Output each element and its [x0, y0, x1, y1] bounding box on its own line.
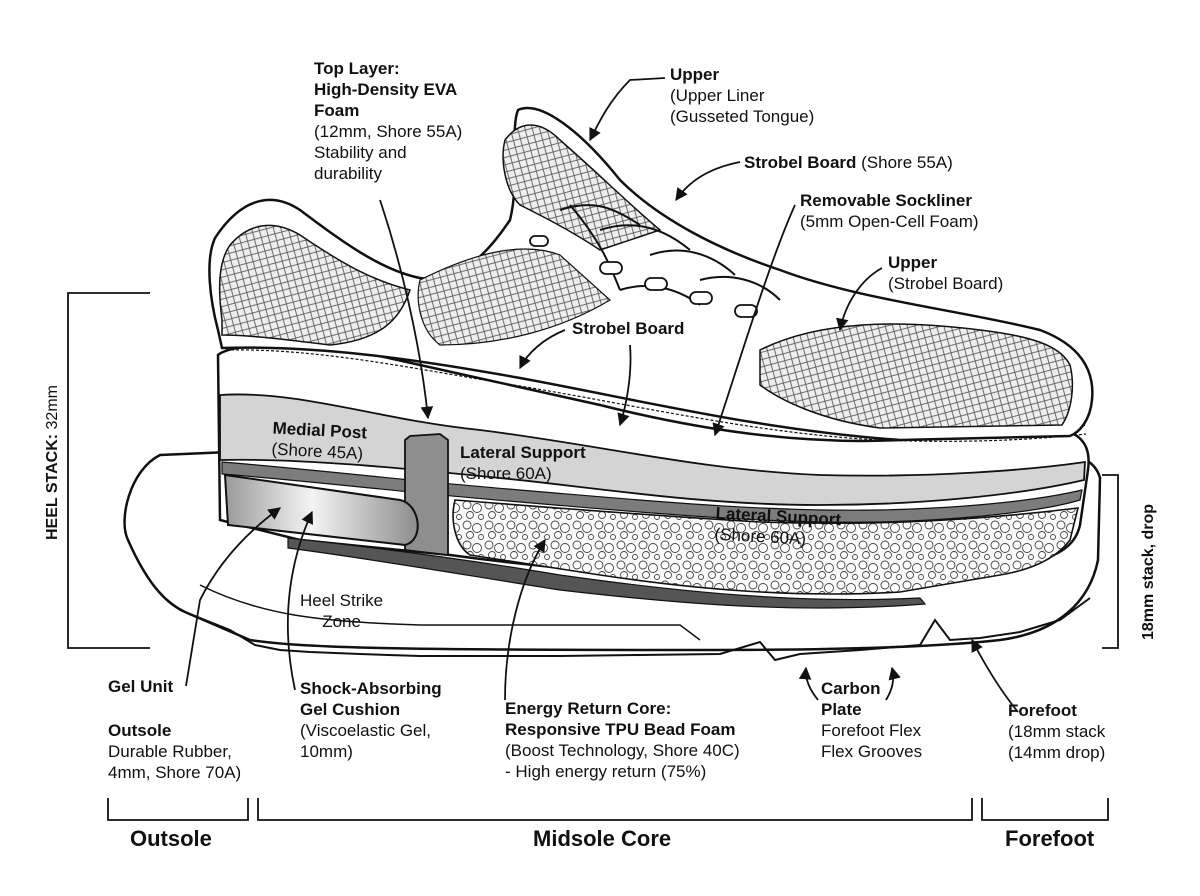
arrow-upper-top — [589, 77, 666, 142]
upper-right-detail: (Strobel Board) — [888, 274, 1004, 293]
gel-unit — [223, 473, 419, 547]
energy-detail-1: (Boost Technology, Shore 40C) — [505, 741, 740, 760]
forefoot-stack-label: 18mm stack, drop — [1140, 504, 1158, 640]
upper-top-detail-2: (Gusseted Tongue) — [670, 107, 815, 126]
outsole-inner-line — [199, 584, 701, 641]
heel-stack-value: 32mm — [44, 385, 61, 430]
forefoot-title: Forefoot — [1008, 701, 1077, 720]
shock-title-1: Shock-Absorbing — [300, 679, 442, 698]
outsole-detail-2: 4mm, Shore 70A) — [108, 763, 242, 782]
tpu-bead-foam-core — [452, 499, 1080, 595]
top-layer-title-1: Top Layer: — [314, 59, 400, 78]
arrow-energy-return — [504, 538, 546, 701]
shock-detail-2: 10mm) — [300, 742, 353, 761]
forefoot-detail-1: (18mm stack — [1008, 722, 1106, 741]
arrow-sockliner — [712, 204, 796, 437]
arrow-gel-unit — [185, 507, 282, 687]
arrow-strobel-top — [675, 161, 741, 202]
label-forefoot: Forefoot (18mm stack (14mm drop) — [1008, 700, 1105, 763]
stability-band — [219, 393, 1086, 506]
section-outsole: Outsole — [130, 826, 212, 851]
heel-stack-label: HEEL STACK: 32mm — [44, 385, 62, 540]
arrow-carbon-plate-2 — [885, 666, 901, 701]
arrow-forefoot — [971, 638, 1019, 713]
lateral-support-1-detail: (Shore 60A) — [460, 464, 552, 483]
upper-mesh-mid — [417, 248, 612, 346]
forefoot-stack-text: 18mm stack, drop — [1140, 503, 1157, 640]
strobel-top-detail: (Shore 55A) — [861, 153, 953, 172]
energy-detail-2: - High energy return (75%) — [505, 762, 707, 781]
label-gel-unit: Gel Unit — [108, 676, 173, 697]
sockliner-detail: (5mm Open-Cell Foam) — [800, 212, 979, 231]
label-lateral-support-2: Lateral Support (Shore 60A) — [714, 503, 842, 552]
top-layer-title-3: Foam — [314, 101, 360, 120]
heel-strike-line-2: Zone — [322, 612, 361, 631]
arrow-upper-right — [836, 267, 883, 332]
label-lateral-support-1: Lateral Support (Shore 60A) — [460, 442, 586, 484]
section-brackets — [107, 798, 1109, 821]
gel-unit-title: Gel Unit — [108, 677, 174, 696]
label-strobel-board-mid: Strobel Board — [572, 318, 684, 339]
upper-mesh-toe — [759, 323, 1074, 429]
sockliner-title: Removable Sockliner — [800, 191, 972, 210]
upper-mesh-tongue — [502, 124, 662, 251]
leader-lines — [185, 77, 1019, 713]
outsole-tread — [179, 597, 1091, 662]
forefoot-stack-bracket — [1102, 474, 1119, 649]
label-upper-top: Upper (Upper Liner (Gusseted Tongue) — [670, 64, 814, 127]
heel-stack-bracket — [67, 292, 150, 649]
shock-title-2: Gel Cushion — [300, 700, 401, 719]
shock-detail-1: (Viscoelastic Gel, — [300, 721, 432, 740]
forefoot-detail-2: (14mm drop) — [1008, 743, 1106, 762]
top-layer-detail-1: (12mm, Shore 55A) — [314, 122, 463, 141]
top-layer-detail-2: Stability and — [314, 143, 407, 162]
label-strobel-board-top: Strobel Board (Shore 55A) — [744, 152, 953, 173]
upper-top-title: Upper — [670, 65, 720, 84]
energy-title-1: Energy Return Core: — [505, 699, 672, 718]
label-top-layer: Top Layer: High-Density EVA Foam (12mm, … — [314, 58, 462, 184]
arrow-strobel-mid — [519, 329, 566, 370]
label-carbon-plate: Carbon Plate Forefoot Flex Flex Grooves — [821, 678, 922, 762]
energy-title-2: Responsive TPU Bead Foam — [505, 720, 736, 739]
heel-stack-bold: HEEL STACK: — [44, 433, 61, 540]
heel-strike-line-1: Heel Strike — [300, 591, 384, 610]
outsole-detail-1: Durable Rubber, — [108, 742, 232, 761]
section-midsole-core: Midsole Core — [533, 826, 672, 851]
label-heel-strike: Heel Strike Zone — [300, 590, 383, 632]
stability-plate — [221, 461, 1083, 523]
carbon-title-2: Plate — [821, 700, 862, 719]
strobel-mid-title: Strobel Board — [572, 319, 685, 338]
upper-top-detail-1: (Upper Liner — [670, 86, 765, 105]
carbon-detail-1: Forefoot Flex — [821, 721, 922, 740]
arrow-strobel-mid-2 — [617, 344, 632, 427]
upper-mesh-heel — [218, 224, 411, 346]
carbon-title-1: Carbon — [821, 679, 881, 698]
upper-right-title: Upper — [888, 253, 938, 272]
arrow-shock-absorbing — [287, 510, 314, 691]
label-shock-absorbing: Shock-Absorbing Gel Cushion (Viscoelasti… — [300, 678, 442, 762]
top-layer-title-2: High-Density EVA — [314, 80, 458, 99]
label-medial-post: Medial Post (Shore 45A) — [271, 418, 368, 465]
carbon-plate — [287, 537, 927, 609]
lateral-support-1-title: Lateral Support — [460, 443, 586, 462]
arrow-top-layer — [379, 199, 434, 420]
top-layer-detail-3: durability — [314, 164, 383, 183]
section-forefoot: Forefoot — [1005, 826, 1095, 851]
strobel-top-title: Strobel Board — [744, 153, 857, 172]
label-upper-right: Upper (Strobel Board) — [888, 252, 1003, 294]
carbon-detail-2: Flex Grooves — [821, 742, 923, 761]
label-outsole: Outsole Durable Rubber, 4mm, Shore 70A) — [108, 720, 241, 783]
eyelets — [529, 235, 758, 318]
label-removable-sockliner: Removable Sockliner (5mm Open-Cell Foam) — [800, 190, 979, 232]
label-energy-return: Energy Return Core: Responsive TPU Bead … — [505, 698, 740, 782]
outsole-title: Outsole — [108, 721, 172, 740]
arrow-carbon-plate-1 — [798, 666, 819, 701]
strobel-layer — [225, 349, 1087, 442]
